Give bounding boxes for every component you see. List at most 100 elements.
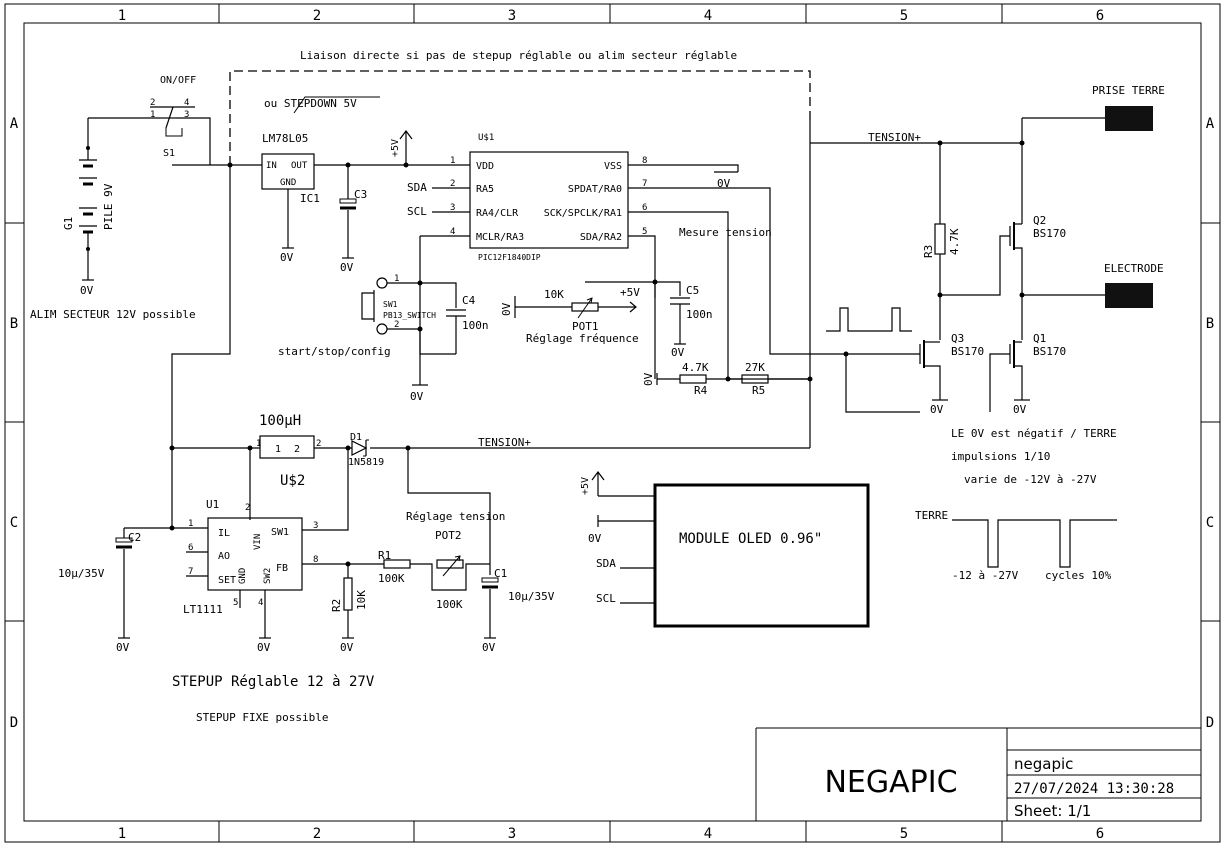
s1-name: S1 [163, 148, 175, 159]
d1-part: 1N5819 [348, 457, 384, 468]
diode-d1 [351, 439, 369, 457]
gnd-label-oled: 0V [588, 532, 602, 545]
u2-label-gnd: GND [238, 568, 248, 584]
title-project: NEGAPIC [824, 765, 957, 800]
col-label-top-5: 5 [900, 8, 908, 24]
u2-pin7: 7 [188, 567, 193, 577]
net-scl-oled: SCL [596, 592, 616, 605]
col-label-top-6: 6 [1096, 8, 1104, 24]
sw1-pin1: 1 [394, 274, 399, 284]
note-stepup-title: STEPUP Réglable 12 à 27V [172, 674, 375, 690]
u1-pin5-label: SDA/RA2 [580, 232, 622, 243]
u2-label-fb: FB [276, 563, 288, 574]
note-cycles: cycles 10% [1045, 569, 1112, 582]
gnd-label-q1: 0V [1013, 403, 1027, 416]
l1-name: U$2 [280, 473, 305, 489]
net-sda-oled: SDA [596, 557, 616, 570]
gnd-label-u1: 0V [717, 177, 731, 190]
col-label-bottom-1: 1 [118, 826, 126, 842]
switch-s1 [150, 106, 211, 165]
capacitor-c4 [420, 282, 466, 354]
u1-pin3-label: RA4/CLR [476, 208, 519, 219]
direct-link-dashed [229, 70, 811, 165]
s1-pin4: 4 [184, 98, 189, 108]
c2-value: 10µ/35V [58, 567, 105, 580]
gnd-label-c3: 0V [340, 261, 354, 274]
l1-pin1-inner: 1 [275, 444, 281, 455]
row-label-left-d: D [10, 715, 18, 731]
r3-name: R3 [922, 245, 935, 258]
ic1-out: OUT [291, 161, 308, 171]
note-neg-ground: LE 0V est négatif / TERRE [951, 427, 1117, 440]
net-scl-u1: SCL [407, 205, 427, 218]
pot1-value: 10K [544, 288, 564, 301]
note-stepdown: ou STEPDOWN 5V [264, 97, 357, 110]
r3-value: 4.7K [948, 228, 961, 255]
c1-name: C1 [494, 567, 507, 580]
c1-value: 10µ/35V [508, 590, 555, 603]
note-reglage-tension: Réglage tension [406, 510, 505, 523]
regulator-ic1 [172, 96, 445, 249]
gnd-label-pot1: 0V [500, 302, 513, 316]
gnd-label-r2: 0V [340, 641, 354, 654]
r1-value: 100K [378, 572, 405, 585]
u2-label-sw2: SW2 [263, 568, 273, 584]
note-mains: ALIM SECTEUR 12V possible [30, 308, 196, 321]
note-freq: Réglage fréquence [526, 332, 639, 345]
u2-label-set: SET [218, 575, 236, 586]
vcc-label-u1: +5V [390, 139, 401, 157]
r5-name: R5 [752, 384, 765, 397]
c2-name: C2 [128, 531, 141, 544]
col-label-top-3: 3 [508, 8, 516, 24]
r4-name: R4 [694, 384, 708, 397]
note-range: varie de -12V à -27V [964, 473, 1097, 486]
sw1-part: PB13_SWITCH [383, 311, 436, 320]
capacitor-c1 [481, 577, 499, 639]
c4-value: 100n [462, 319, 489, 332]
u2-label-ao: AO [218, 551, 230, 562]
gnd-label-c2: 0V [116, 641, 130, 654]
l1-pin1: 1 [256, 439, 261, 449]
q1-name: Q1 [1033, 332, 1046, 345]
q2-name: Q2 [1033, 214, 1046, 227]
row-label-left-c: C [10, 515, 18, 531]
col-label-top-2: 2 [313, 8, 321, 24]
gnd-label-g1: 0V [80, 284, 94, 297]
l1-pin2: 2 [316, 439, 321, 449]
row-label-right-a: A [1206, 116, 1215, 132]
gnd-label-sw1: 0V [410, 390, 424, 403]
r1-name: R1 [378, 549, 391, 562]
note-mesure-tension: Mesure tension [679, 226, 772, 239]
prise-terre-label: PRISE TERRE [1092, 84, 1165, 97]
title-sheet: Sheet: 1/1 [1014, 802, 1091, 820]
u2-pin5: 5 [233, 598, 238, 608]
col-label-top-4: 4 [704, 8, 712, 24]
negative-pulse-wave [952, 519, 1117, 568]
note-direct-link: Liaison directe si pas de stepup réglabl… [300, 49, 737, 62]
pot1-name: POT1 [572, 320, 599, 333]
title-name: negapic [1014, 755, 1073, 773]
u2-pin2: 2 [245, 503, 250, 513]
gnd-label-ic1: 0V [280, 251, 294, 264]
u2-part: LT1111 [183, 603, 223, 616]
pushbutton-sw1 [361, 277, 428, 386]
stepup-wiring [124, 165, 810, 639]
oled-label: MODULE OLED 0.96" [679, 531, 822, 547]
u1-pin7-label: SPDAT/RA0 [568, 184, 622, 195]
vcc-label-oled: +5V [580, 477, 591, 495]
battery-g1 [79, 117, 160, 281]
note-terre: TERRE [915, 509, 948, 522]
note-on-off: ON/OFF [160, 75, 196, 86]
c5-value: 100n [686, 308, 713, 321]
gnd-label-u2: 0V [257, 641, 271, 654]
note-wave-range: -12 à -27V [952, 569, 1019, 582]
net-tension-bottom: TENSION+ [478, 436, 531, 449]
col-label-bottom-5: 5 [900, 826, 908, 842]
capacitor-c3 [339, 165, 357, 259]
s1-pin3: 3 [184, 110, 189, 120]
g1-name: G1 [62, 217, 75, 230]
s1-pin1: 1 [150, 110, 155, 120]
col-label-bottom-3: 3 [508, 826, 516, 842]
u1-pin8-num: 8 [642, 156, 647, 166]
